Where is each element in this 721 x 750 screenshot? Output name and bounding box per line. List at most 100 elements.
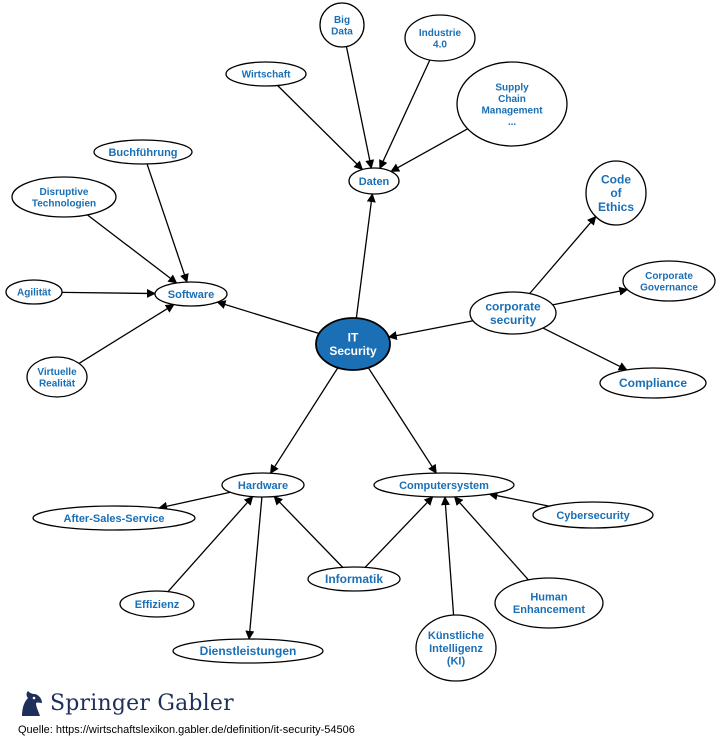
node-label-industrie-0: Industrie [419, 28, 462, 39]
node-buchfuehrung: Buchführung [93, 139, 193, 165]
node-hardware: Hardware [221, 472, 305, 498]
node-cybersecurity: Cybersecurity [532, 501, 654, 529]
node-shape-dienstleistungen [172, 638, 324, 664]
node-label-supply-chain-2: Management [481, 105, 543, 116]
node-informatik: Informatik [307, 566, 401, 592]
node-shape-hardware [221, 472, 305, 498]
node-shape-corporate-governance [622, 260, 716, 302]
edge-corporate-security-to-it-security [387, 320, 474, 340]
node-label-code-of-ethics-0: Code [601, 172, 631, 186]
node-label-code-of-ethics-2: Ethics [598, 200, 634, 214]
node-label-virtuelle-0: Virtuelle [37, 367, 77, 378]
edge-it-security-to-software [216, 300, 320, 335]
node-shape-agilitaet [5, 279, 63, 305]
node-label-human-enhancement-0: Human [530, 592, 568, 604]
node-label-supply-chain-0: Supply [495, 82, 529, 93]
node-label-code-of-ethics-1: of [610, 186, 622, 200]
springer-gabler-logo: Springer Gabler [18, 688, 234, 718]
node-compliance: Compliance [599, 367, 707, 399]
node-label-corporate-governance-1: Governance [640, 282, 698, 293]
node-daten: Daten [348, 167, 400, 195]
node-label-industrie-1: 4.0 [433, 39, 447, 50]
edge-corporate-security-to-corporate-governance [552, 286, 629, 306]
node-shape-buchfuehrung [93, 139, 193, 165]
edge-hardware-to-dienstleistungen [245, 496, 263, 640]
node-label-after-sales-0: After-Sales-Service [64, 513, 165, 525]
node-label-supply-chain-1: Chain [498, 94, 526, 105]
node-label-corporate-security-1: security [490, 313, 536, 327]
node-shape-human-enhancement [494, 577, 604, 629]
node-shape-virtuelle [26, 356, 88, 398]
node-supply-chain: SupplyChainManagement... [456, 61, 568, 147]
edge-informatik-to-hardware [273, 495, 344, 568]
edge-virtuelle-to-software [78, 304, 175, 364]
node-label-effizienz-0: Effizienz [135, 599, 180, 611]
node-label-big-data-1: Data [331, 26, 353, 37]
node-label-corporate-governance-0: Corporate [645, 271, 693, 282]
node-label-software-0: Software [168, 289, 214, 301]
edge-hardware-to-after-sales [158, 491, 231, 511]
node-label-wirtschaft-0: Wirtschaft [242, 70, 291, 81]
node-shape-it-security [315, 317, 391, 371]
source-caption: Quelle: https://wirtschaftslexikon.gable… [18, 724, 355, 736]
node-shape-disruptive [11, 176, 117, 218]
node-shape-after-sales [32, 505, 196, 531]
node-shape-cybersecurity [532, 501, 654, 529]
node-label-it-security-0: IT [348, 330, 359, 344]
node-shape-informatik [307, 566, 401, 592]
node-label-dienstleistungen-0: Dienstleistungen [200, 644, 297, 658]
node-label-cybersecurity-0: Cybersecurity [556, 510, 630, 522]
node-label-virtuelle-1: Realität [39, 378, 76, 389]
edge-ki-to-computersystem [440, 496, 455, 616]
edge-it-security-to-computersystem [367, 367, 437, 474]
edge-agilitaet-to-software [61, 288, 156, 298]
node-software: Software [154, 281, 228, 307]
edge-disruptive-to-software [86, 214, 178, 284]
edge-informatik-to-computersystem [364, 496, 434, 568]
node-label-ki-2: (KI) [447, 656, 466, 668]
edge-big-data-to-daten [345, 46, 375, 169]
node-label-supply-chain-3: ... [508, 117, 517, 128]
edge-wirtschaft-to-daten [277, 85, 364, 171]
node-agilitaet: Agilität [5, 279, 63, 305]
node-computersystem: Computersystem [373, 472, 515, 498]
node-label-big-data-0: Big [334, 15, 350, 26]
node-label-disruptive-1: Technologien [32, 198, 96, 209]
node-label-hardware-0: Hardware [238, 480, 288, 492]
edge-industrie-to-daten [379, 59, 431, 170]
node-effizienz: Effizienz [119, 590, 195, 618]
edge-corporate-security-to-code-of-ethics [529, 215, 597, 295]
node-shape-ki [415, 614, 497, 682]
logo-brand: Springer [50, 690, 151, 716]
edge-supply-chain-to-daten [390, 128, 468, 173]
node-label-informatik-0: Informatik [325, 572, 383, 586]
node-shape-compliance [599, 367, 707, 399]
node-wirtschaft: Wirtschaft [225, 61, 307, 87]
node-label-corporate-security-0: corporate [485, 299, 541, 313]
edge-effizienz-to-hardware [167, 495, 254, 593]
logo-brand2: Gabler [157, 690, 234, 716]
node-label-ki-0: Künstliche [428, 630, 484, 642]
node-label-it-security-1: Security [329, 344, 377, 358]
edge-human-enhancement-to-computersystem [453, 496, 529, 581]
edge-cybersecurity-to-computersystem [488, 491, 550, 507]
node-label-disruptive-0: Disruptive [40, 187, 89, 198]
node-shape-effizienz [119, 590, 195, 618]
node-label-daten-0: Daten [359, 176, 390, 188]
node-label-buchfuehrung-0: Buchführung [108, 147, 177, 159]
node-shape-computersystem [373, 472, 515, 498]
node-label-human-enhancement-1: Enhancement [513, 604, 585, 616]
node-dienstleistungen: Dienstleistungen [172, 638, 324, 664]
edge-buchfuehrung-to-software [146, 163, 189, 283]
node-shape-wirtschaft [225, 61, 307, 87]
